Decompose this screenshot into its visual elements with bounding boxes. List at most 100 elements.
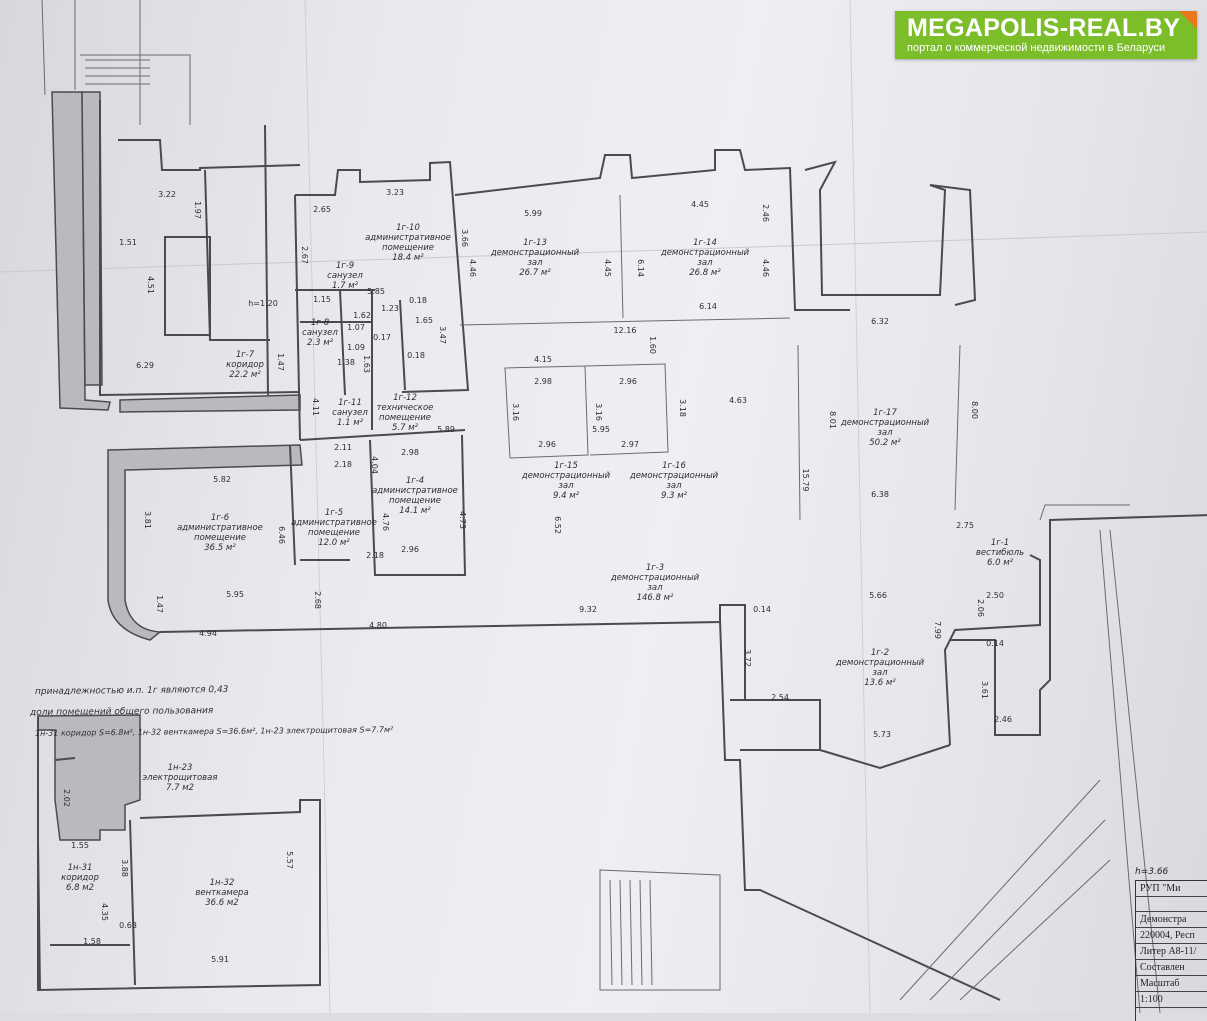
room-label-line: помещение (379, 413, 431, 423)
title-block-org: РУП "Ми (1136, 881, 1207, 897)
dimension-label: 3.16 (511, 403, 520, 421)
dimension-label: 5.95 (226, 590, 244, 599)
room-label-line: зал (872, 668, 888, 678)
dimension-label: 6.38 (871, 490, 889, 499)
dimension-label: 5.82 (213, 475, 231, 484)
room-label-line: 9.4 м² (553, 491, 580, 501)
dimension-label: 4.46 (761, 259, 770, 277)
title-block-scale: 1:100 (1136, 992, 1207, 1008)
dimension-label: 0.17 (373, 333, 391, 342)
room-label-line: административное (372, 486, 458, 496)
dimension-label: 3.18 (678, 399, 687, 417)
room-label-line: 2.3 м² (307, 338, 334, 348)
room-label-line: 6.8 м2 (66, 883, 94, 893)
dimension-label: 2.46 (994, 715, 1012, 724)
dimension-label: 2.02 (62, 789, 71, 807)
dimension-label: 4.73 (458, 511, 467, 529)
room-label-line: 36.5 м² (204, 543, 236, 553)
room-label-line: 12.0 м² (318, 538, 350, 548)
dimension-label: 8.00 (970, 401, 979, 419)
dimension-label: 5.57 (285, 851, 294, 869)
dimension-label: 2.11 (334, 443, 352, 452)
dimension-label: 3.47 (438, 326, 447, 344)
room-label-line: административное (365, 233, 451, 243)
dimension-label: 12.16 (614, 326, 637, 335)
dimension-label: 2.50 (986, 591, 1004, 600)
room-label-line: 1г-6 (211, 513, 230, 523)
room-label-line: 1г-2 (871, 648, 889, 658)
dimension-label: 0.14 (986, 639, 1004, 648)
room-label-line: демонстрационный (660, 248, 750, 258)
dimension-label: 1.23 (381, 304, 399, 313)
title-block-scale-label: Масштаб (1136, 976, 1207, 992)
room-label-line: 26.8 м² (689, 268, 721, 278)
room-label-line: демонстрационный (610, 573, 700, 583)
megapolis-logo[interactable]: MEGAPOLIS-REAL.BY портал о коммерческой … (895, 11, 1197, 59)
dimension-label: 2.68 (313, 591, 322, 609)
room-label-line: 1.1 м² (337, 418, 364, 428)
dimension-label: 6.32 (871, 317, 889, 326)
dimension-label: 6.29 (136, 361, 154, 370)
dimension-label: 3.81 (143, 511, 152, 529)
room-label-line: 9.3 м² (661, 491, 688, 501)
dimension-label: 1.15 (313, 295, 331, 304)
room-label-line: венткамера (195, 888, 248, 898)
room-label-line: 1г-7 (236, 350, 255, 360)
room-label-line: коридор (61, 873, 99, 883)
dimension-label: 0.14 (753, 605, 771, 614)
room-label-line: административное (177, 523, 263, 533)
room-label-line: демонстрационный (629, 471, 719, 481)
room-label-line: зал (527, 258, 543, 268)
room-label-line: зал (697, 258, 713, 268)
room-label-line: 1г-13 (523, 238, 547, 248)
dimension-label: 3.61 (980, 681, 989, 699)
room-label-line: 146.8 м² (637, 593, 674, 603)
dimension-label: 1.97 (193, 201, 202, 219)
title-block-liter: Литер А8-11/ (1136, 944, 1207, 960)
room-label-line: 1н-23 (168, 763, 193, 773)
logo-title: MEGAPOLIS-REAL.BY (907, 14, 1181, 42)
room-label-line: помещение (308, 528, 360, 538)
room-label-line: 13.6 м² (864, 678, 896, 688)
dimension-label: 3.23 (386, 188, 404, 197)
dimension-label: 1.09 (347, 343, 365, 352)
dimension-label: 2.75 (956, 521, 974, 530)
room-label-line: помещение (194, 533, 246, 543)
dimension-label: 1.65 (415, 316, 433, 325)
dimension-label: 4.45 (691, 200, 709, 209)
dimension-label: 1.58 (83, 937, 101, 946)
room-label-line: техническое (377, 403, 434, 413)
dimension-label: 2.96 (619, 377, 637, 386)
room-label-line: 50.2 м² (869, 438, 901, 448)
dimension-label: 4.15 (534, 355, 552, 364)
room-label-line: вестибюль (976, 548, 1024, 558)
dimension-label: 2.54 (771, 693, 789, 702)
room-label-line: 1г-8 (311, 318, 330, 328)
ceiling-height: h=3.66 (1135, 867, 1169, 877)
room-label-line: 18.4 м² (392, 253, 424, 263)
dimension-label: 5.99 (524, 209, 542, 218)
dimension-label: 2.18 (366, 551, 384, 560)
dimension-label: 2.46 (761, 204, 770, 222)
dimension-label: 2.96 (538, 440, 556, 449)
dimension-label: 9.32 (579, 605, 597, 614)
room-label-line: зал (558, 481, 574, 491)
dimension-label: 4.46 (468, 259, 477, 277)
room-label-line: 1н-32 (210, 878, 235, 888)
title-block-compiled: Составлен (1136, 960, 1207, 976)
room-label-line: 1г-5 (325, 508, 343, 518)
room-label-line: санузел (332, 408, 368, 418)
